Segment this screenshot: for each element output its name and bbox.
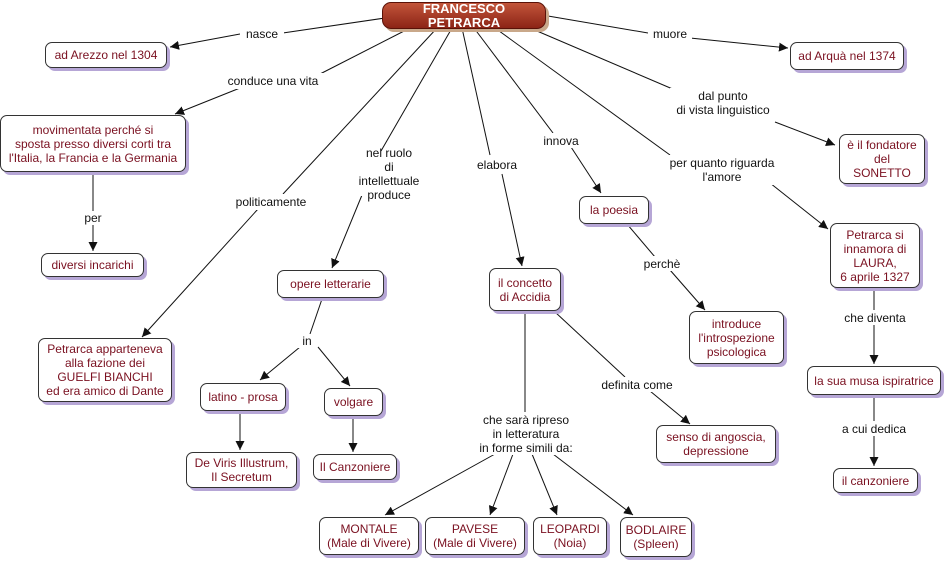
node-montale[interactable]: MONTALE (Male di Vivere) xyxy=(319,517,419,555)
edge-in-latino xyxy=(259,346,301,381)
edge-root-elabora xyxy=(461,27,491,156)
edge-poesia-perche xyxy=(626,223,656,258)
label-elabora: elabora xyxy=(473,157,521,173)
edge-root-politicamente xyxy=(282,27,438,195)
node-opere-letterarie[interactable]: opere letterarie xyxy=(277,270,384,298)
edge-muore-arqua xyxy=(689,37,789,52)
node-musa[interactable]: la sua musa ispiratrice xyxy=(807,366,941,395)
node-la-poesia[interactable]: la poesia xyxy=(579,196,649,224)
node-arezzo[interactable]: ad Arezzo nel 1304 xyxy=(45,42,167,68)
label-definita: definita come xyxy=(597,377,677,392)
node-il-canzoniere[interactable]: Il Canzoniere xyxy=(313,454,397,480)
node-latino-prosa[interactable]: latino - prosa xyxy=(200,383,286,411)
label-perche: perchè xyxy=(639,256,685,271)
label-muore: muore xyxy=(648,26,692,42)
edge-ripreso-bodlaire xyxy=(552,453,634,516)
edge-conduce-movimentata xyxy=(174,85,246,115)
label-per: per xyxy=(80,211,106,225)
label-in: in xyxy=(298,334,316,348)
edge-opere-in xyxy=(309,298,323,335)
node-arqua[interactable]: ad Arquà nel 1374 xyxy=(790,42,904,70)
label-ripreso: che sarà ripreso in letteratura in forme… xyxy=(474,412,578,455)
edge-root-muore xyxy=(547,15,649,34)
edge-root-nasce xyxy=(275,17,386,35)
node-canzoniere-laura[interactable]: il canzoniere xyxy=(833,468,918,493)
edge-innova-poesia xyxy=(570,146,602,194)
edge-perche-introspezione xyxy=(669,269,706,311)
node-guelfi[interactable]: Petrarca apparteneva alla fazione dei GU… xyxy=(38,338,172,402)
label-dedica: a cui dedica xyxy=(837,421,911,436)
node-accidia[interactable]: il concetto di Accidia xyxy=(489,268,561,311)
edge-definita-angoscia xyxy=(649,390,691,425)
edge-politicamente-guelfi xyxy=(141,208,259,338)
node-introspezione[interactable]: introduce l'introspezione psicologica xyxy=(689,311,784,364)
edge-accidia-definita xyxy=(554,311,626,378)
edge-linguistico-sonetto xyxy=(774,121,836,146)
label-politicamente: politicamente xyxy=(231,194,311,210)
label-nasce: nasce xyxy=(240,26,284,42)
label-innova: innova xyxy=(540,133,582,148)
node-de-viris[interactable]: De Viris Illustrum, Il Secretum xyxy=(186,452,297,488)
label-ruolo: nel ruolo di intellettuale produce xyxy=(352,146,426,202)
edge-elabora-accidia xyxy=(501,173,525,267)
edge-root-innova xyxy=(473,27,554,134)
label-diventa: che diventa xyxy=(840,310,910,325)
edge-nasce-arezzo xyxy=(169,33,241,50)
edge-ruolo-opere xyxy=(331,194,363,269)
node-movimentata[interactable]: movimentata perché si sposta presso dive… xyxy=(0,115,186,172)
label-amore: per quanto riguarda l'amore xyxy=(664,155,780,185)
edge-in-volgare xyxy=(317,346,351,387)
node-bodlaire[interactable]: BODLAIRE (Spleen) xyxy=(620,517,692,557)
edge-ripreso-leopardi xyxy=(531,453,558,516)
edge-root-conduce xyxy=(319,27,411,75)
edge-ripreso-montale xyxy=(384,453,496,516)
edge-root-ruolo xyxy=(380,27,453,152)
node-angoscia[interactable]: senso di angoscia, depressione xyxy=(656,425,776,463)
node-laura[interactable]: Petrarca si innamora di LAURA, 6 aprile … xyxy=(830,223,920,288)
node-sonetto[interactable]: è il fondatore del SONETTO xyxy=(839,134,925,184)
node-volgare[interactable]: volgare xyxy=(324,388,383,416)
edge-ripreso-pavese xyxy=(488,453,514,516)
node-leopardi[interactable]: LEOPARDI (Noia) xyxy=(533,517,607,555)
node-pavese[interactable]: PAVESE (Male di Vivere) xyxy=(425,517,525,555)
edge-amore-laura xyxy=(769,182,829,230)
label-conduce: conduce una vita xyxy=(222,73,324,89)
edge-root-amore xyxy=(494,27,671,156)
edge-root-linguistico xyxy=(529,27,683,94)
label-linguistico: dal punto di vista linguistico xyxy=(670,88,776,118)
node-francesco-petrarca[interactable]: FRANCESCO PETRARCA xyxy=(382,1,546,29)
node-incarichi[interactable]: diversi incarichi xyxy=(41,253,144,277)
